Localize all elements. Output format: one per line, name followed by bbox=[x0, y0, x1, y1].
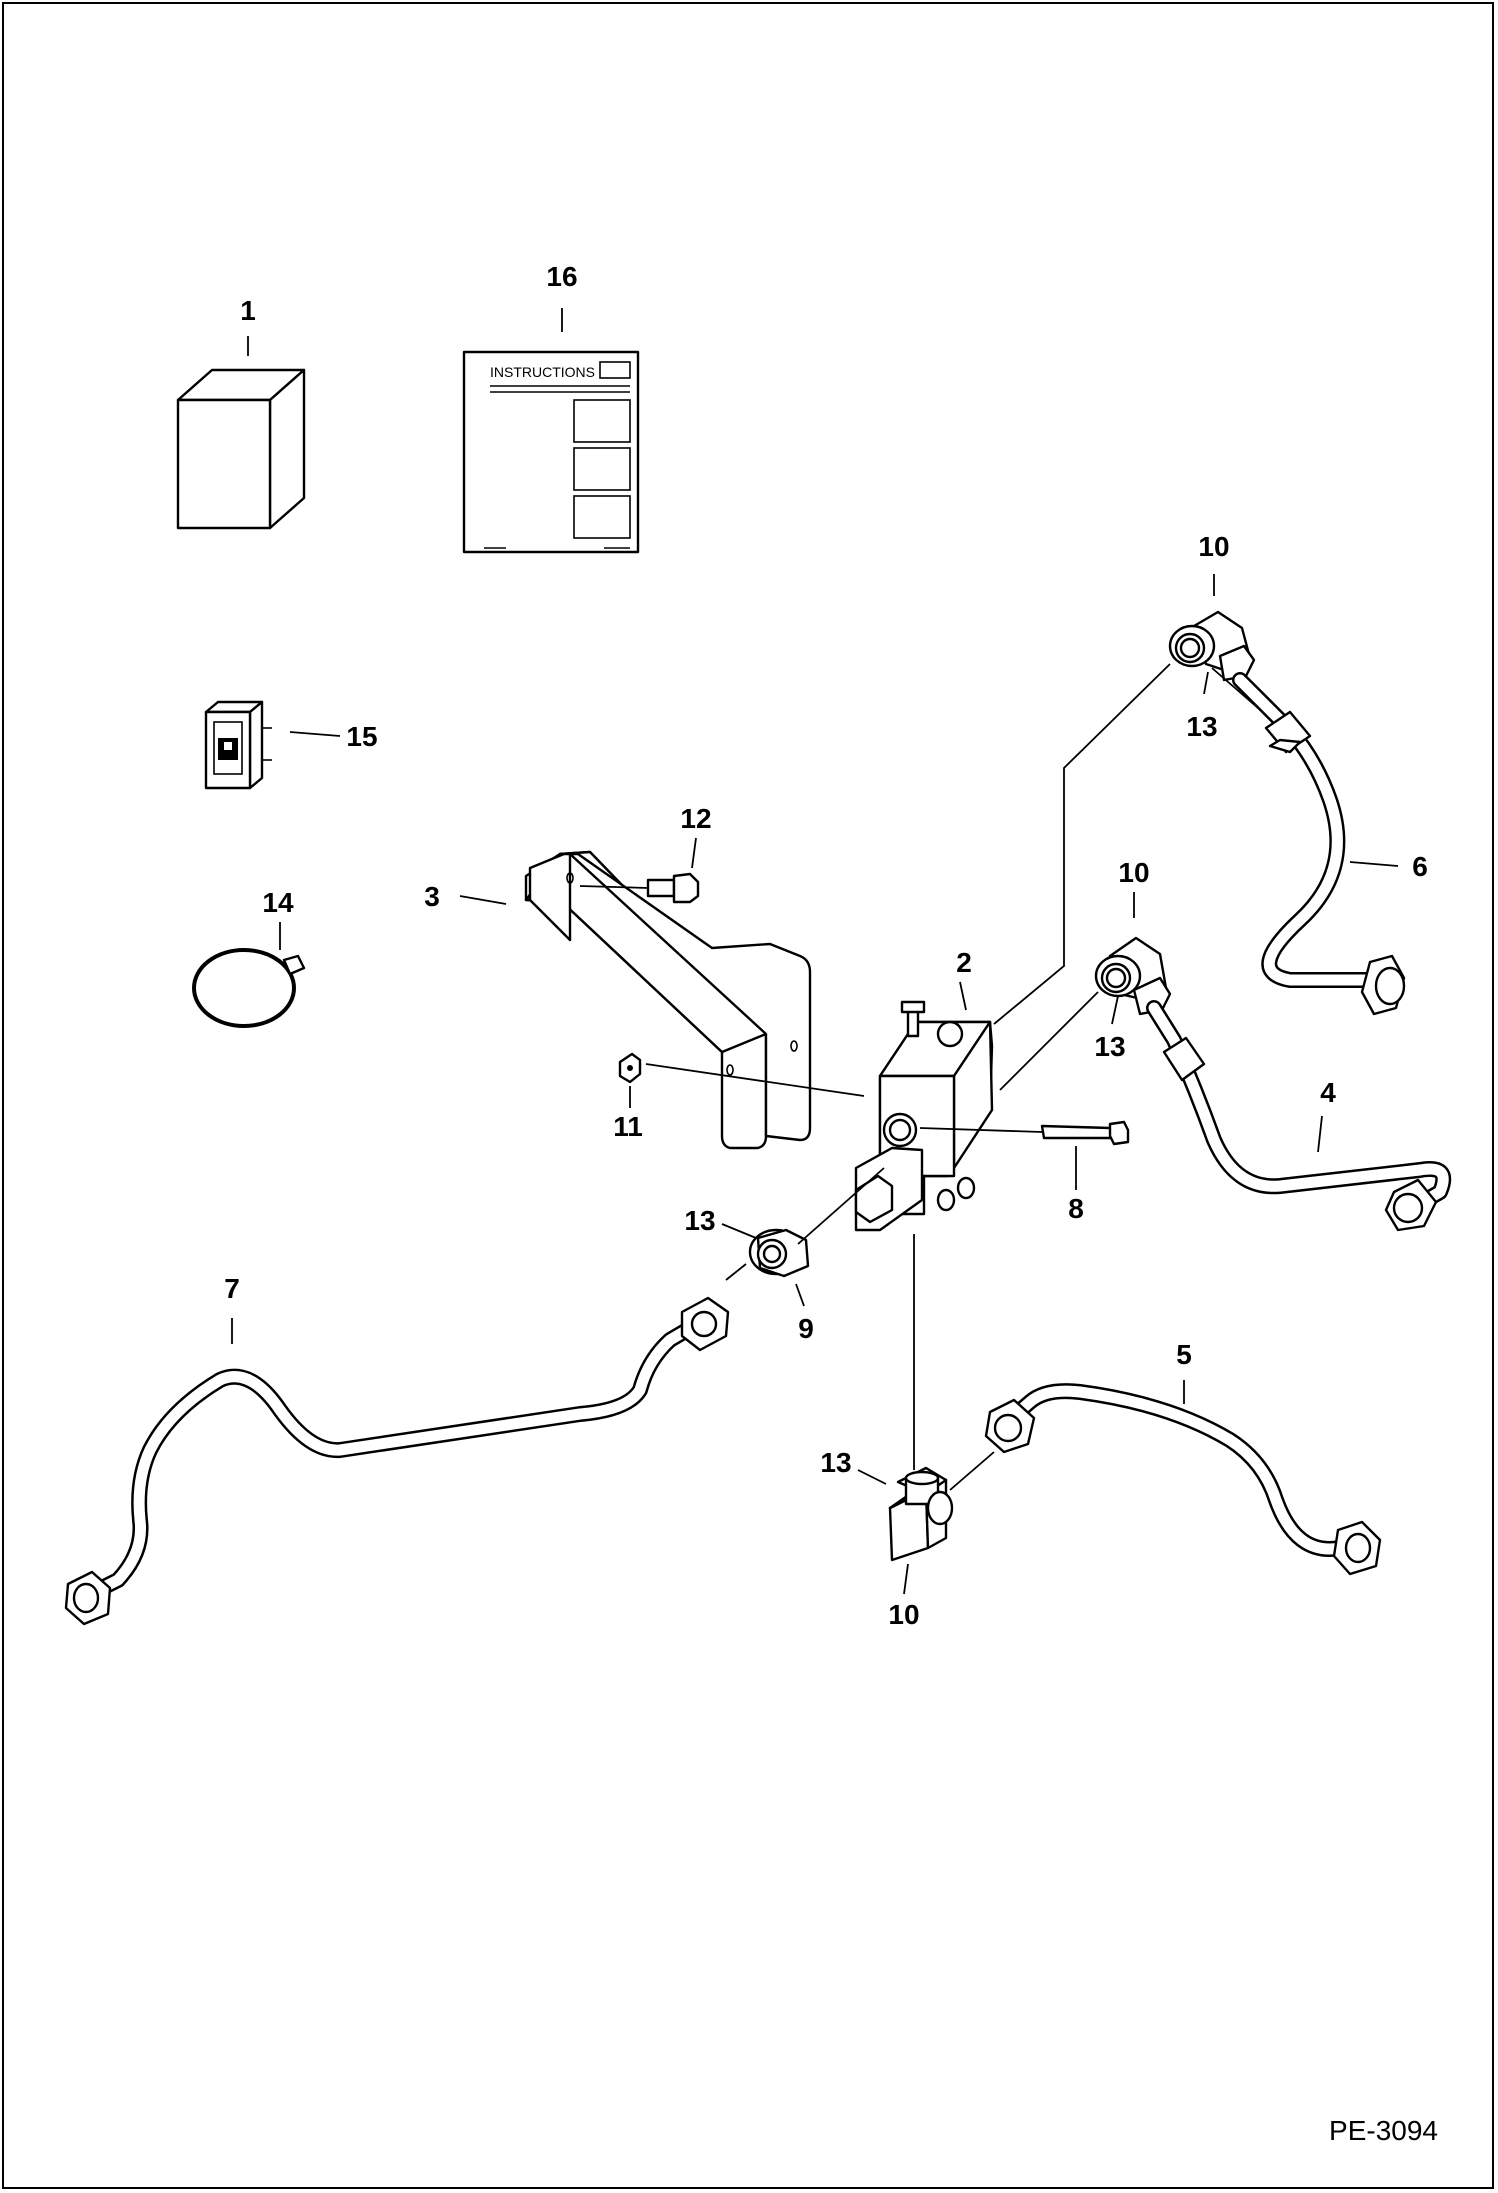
callout-11: 11 bbox=[613, 1111, 643, 1142]
callout-1: 1 bbox=[240, 295, 256, 326]
callout-4: 4 bbox=[1320, 1077, 1336, 1108]
callout-13-middle: 13 bbox=[1094, 1031, 1125, 1062]
callout-13-left: 13 bbox=[684, 1205, 715, 1236]
callout-5: 5 bbox=[1176, 1339, 1192, 1370]
part-16-instructions-sheet: INSTRUCTIONS bbox=[462, 350, 640, 554]
callout-14: 14 bbox=[262, 887, 294, 918]
part-8-bolt bbox=[1040, 1120, 1130, 1146]
part-3-mounting-bracket bbox=[524, 850, 812, 1150]
part-12-cap-screw bbox=[646, 872, 700, 904]
part-1-kit-box bbox=[176, 368, 306, 530]
drawing-code: PE-3094 bbox=[1329, 2115, 1438, 2146]
part-4-hydraulic-tube bbox=[1146, 1000, 1452, 1232]
callout-6: 6 bbox=[1412, 851, 1428, 882]
part-14-cable-tie bbox=[192, 948, 306, 1028]
callout-10-middle: 10 bbox=[1118, 857, 1149, 888]
part-6-hydraulic-tube bbox=[1232, 672, 1406, 1016]
part-10-elbow-fitting-bottom bbox=[888, 1466, 954, 1562]
callout-3: 3 bbox=[424, 881, 440, 912]
callout-8: 8 bbox=[1068, 1193, 1084, 1224]
part-15-rocker-switch bbox=[204, 700, 272, 790]
callout-13-top: 13 bbox=[1186, 711, 1217, 742]
part-7-hydraulic-tube bbox=[64, 1296, 730, 1626]
assembly-lines bbox=[579, 663, 1259, 1491]
part-11-nut bbox=[618, 1052, 642, 1084]
callout-7: 7 bbox=[224, 1273, 240, 1304]
callout-12: 12 bbox=[680, 803, 711, 834]
callout-2: 2 bbox=[956, 947, 972, 978]
callout-leaders bbox=[231, 308, 1399, 1595]
callout-9: 9 bbox=[798, 1313, 814, 1344]
callout-16: 16 bbox=[546, 261, 577, 292]
part-9-adapter-fitting bbox=[748, 1228, 810, 1278]
callout-labels: 1 16 10 13 15 6 12 3 14 10 2 13 4 11 8 1… bbox=[224, 261, 1428, 1630]
instructions-sheet-title: INSTRUCTIONS bbox=[490, 364, 595, 380]
part-10-elbow-fitting-middle bbox=[1094, 936, 1172, 1016]
callout-10-bottom: 10 bbox=[888, 1599, 919, 1630]
callout-10-top: 10 bbox=[1198, 531, 1229, 562]
part-5-hydraulic-tube bbox=[984, 1383, 1382, 1576]
callout-13-bottom: 13 bbox=[820, 1447, 851, 1478]
part-2-valve bbox=[854, 1000, 994, 1232]
callout-15: 15 bbox=[346, 721, 377, 752]
part-10-elbow-fitting-top bbox=[1168, 610, 1256, 682]
